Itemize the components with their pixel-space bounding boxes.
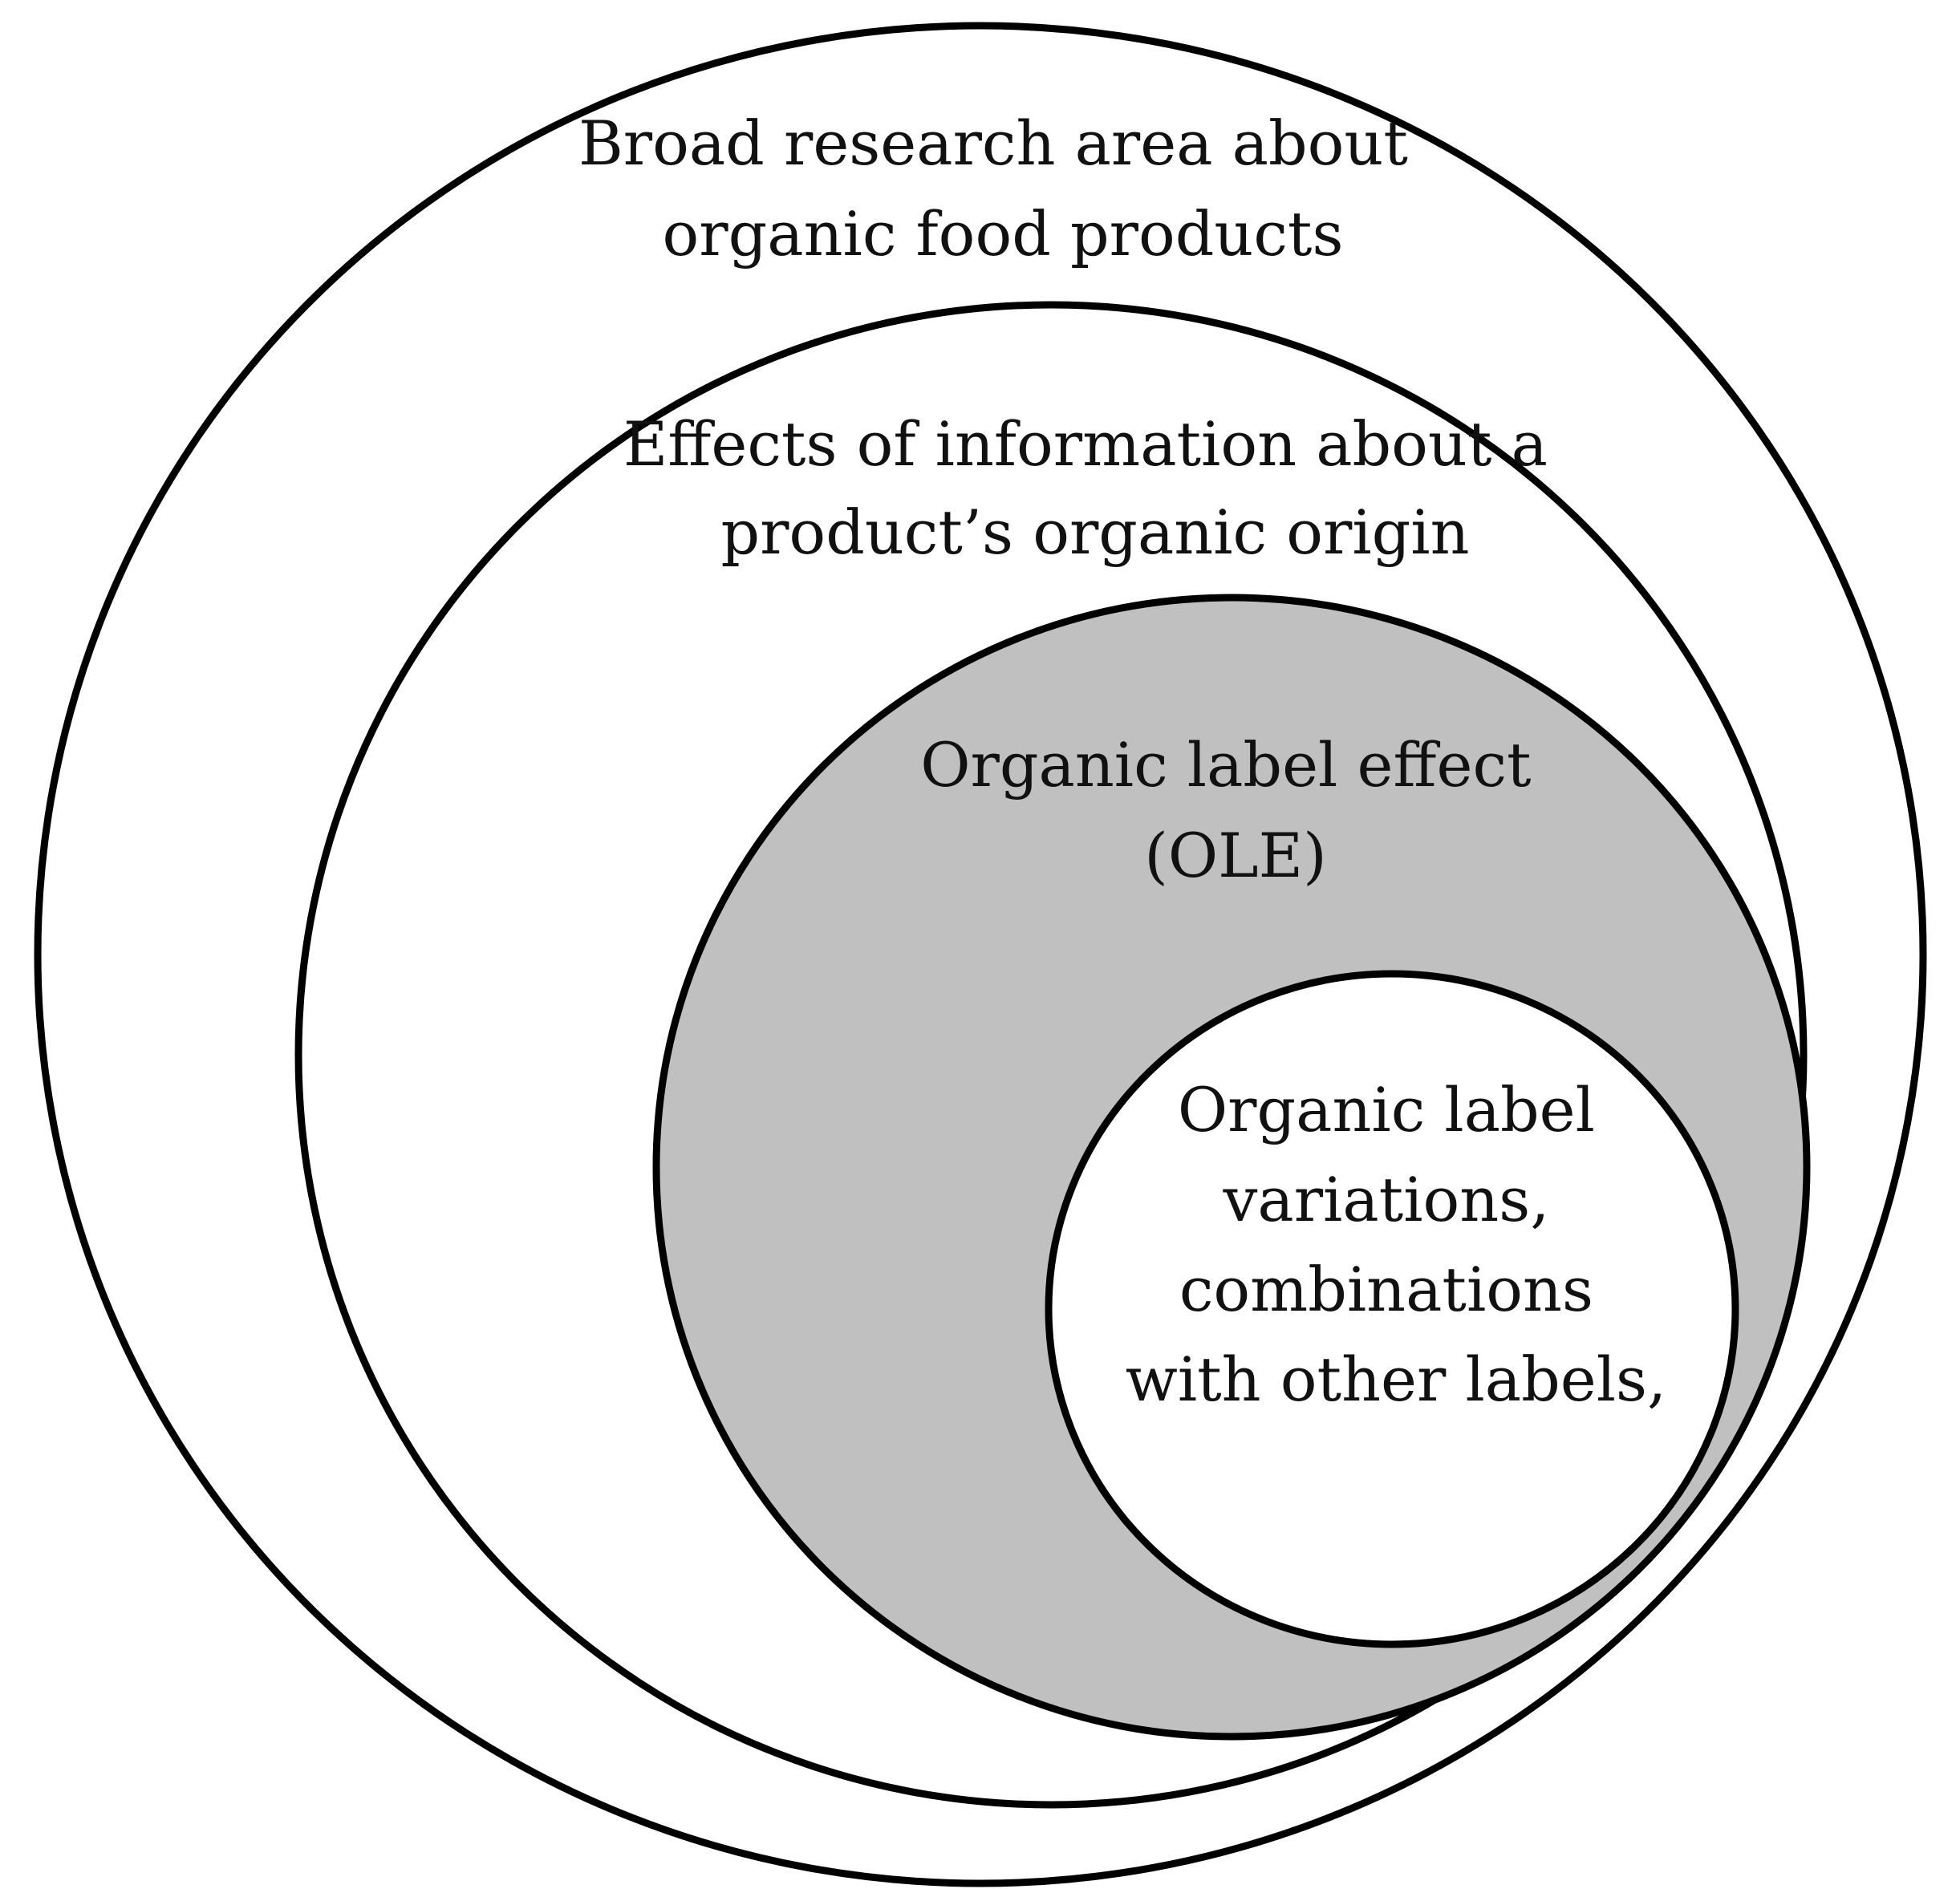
label-variations-line-1: Organic label — [1178, 1074, 1595, 1145]
organic-label-effect-line-2: (OLE) — [1144, 820, 1327, 891]
information-effects-label: Effects of information about a product’s… — [623, 408, 1567, 568]
circle-label-variations: Organic label variations, combinations w… — [1045, 970, 1739, 1648]
organic-label-effect-line-1: Organic label effect — [920, 729, 1531, 801]
label-variations-line-3: combinations — [1179, 1254, 1593, 1325]
broad-research-label: Broad research area about organic food p… — [578, 107, 1427, 270]
information-effects-line-1: Effects of information about a — [623, 408, 1548, 480]
broad-research-line-2: organic food products — [663, 198, 1344, 270]
information-effects-line-2: product’s organic origin — [720, 497, 1469, 568]
organic-label-effect-label: Organic label effect (OLE) — [920, 729, 1551, 891]
broad-research-line-1: Broad research area about — [578, 107, 1408, 179]
label-variations-label: Organic label variations, combinations w… — [1126, 1074, 1666, 1415]
label-variations-line-4: with other labels, — [1126, 1344, 1666, 1415]
label-variations-line-2: variations, — [1222, 1164, 1549, 1235]
